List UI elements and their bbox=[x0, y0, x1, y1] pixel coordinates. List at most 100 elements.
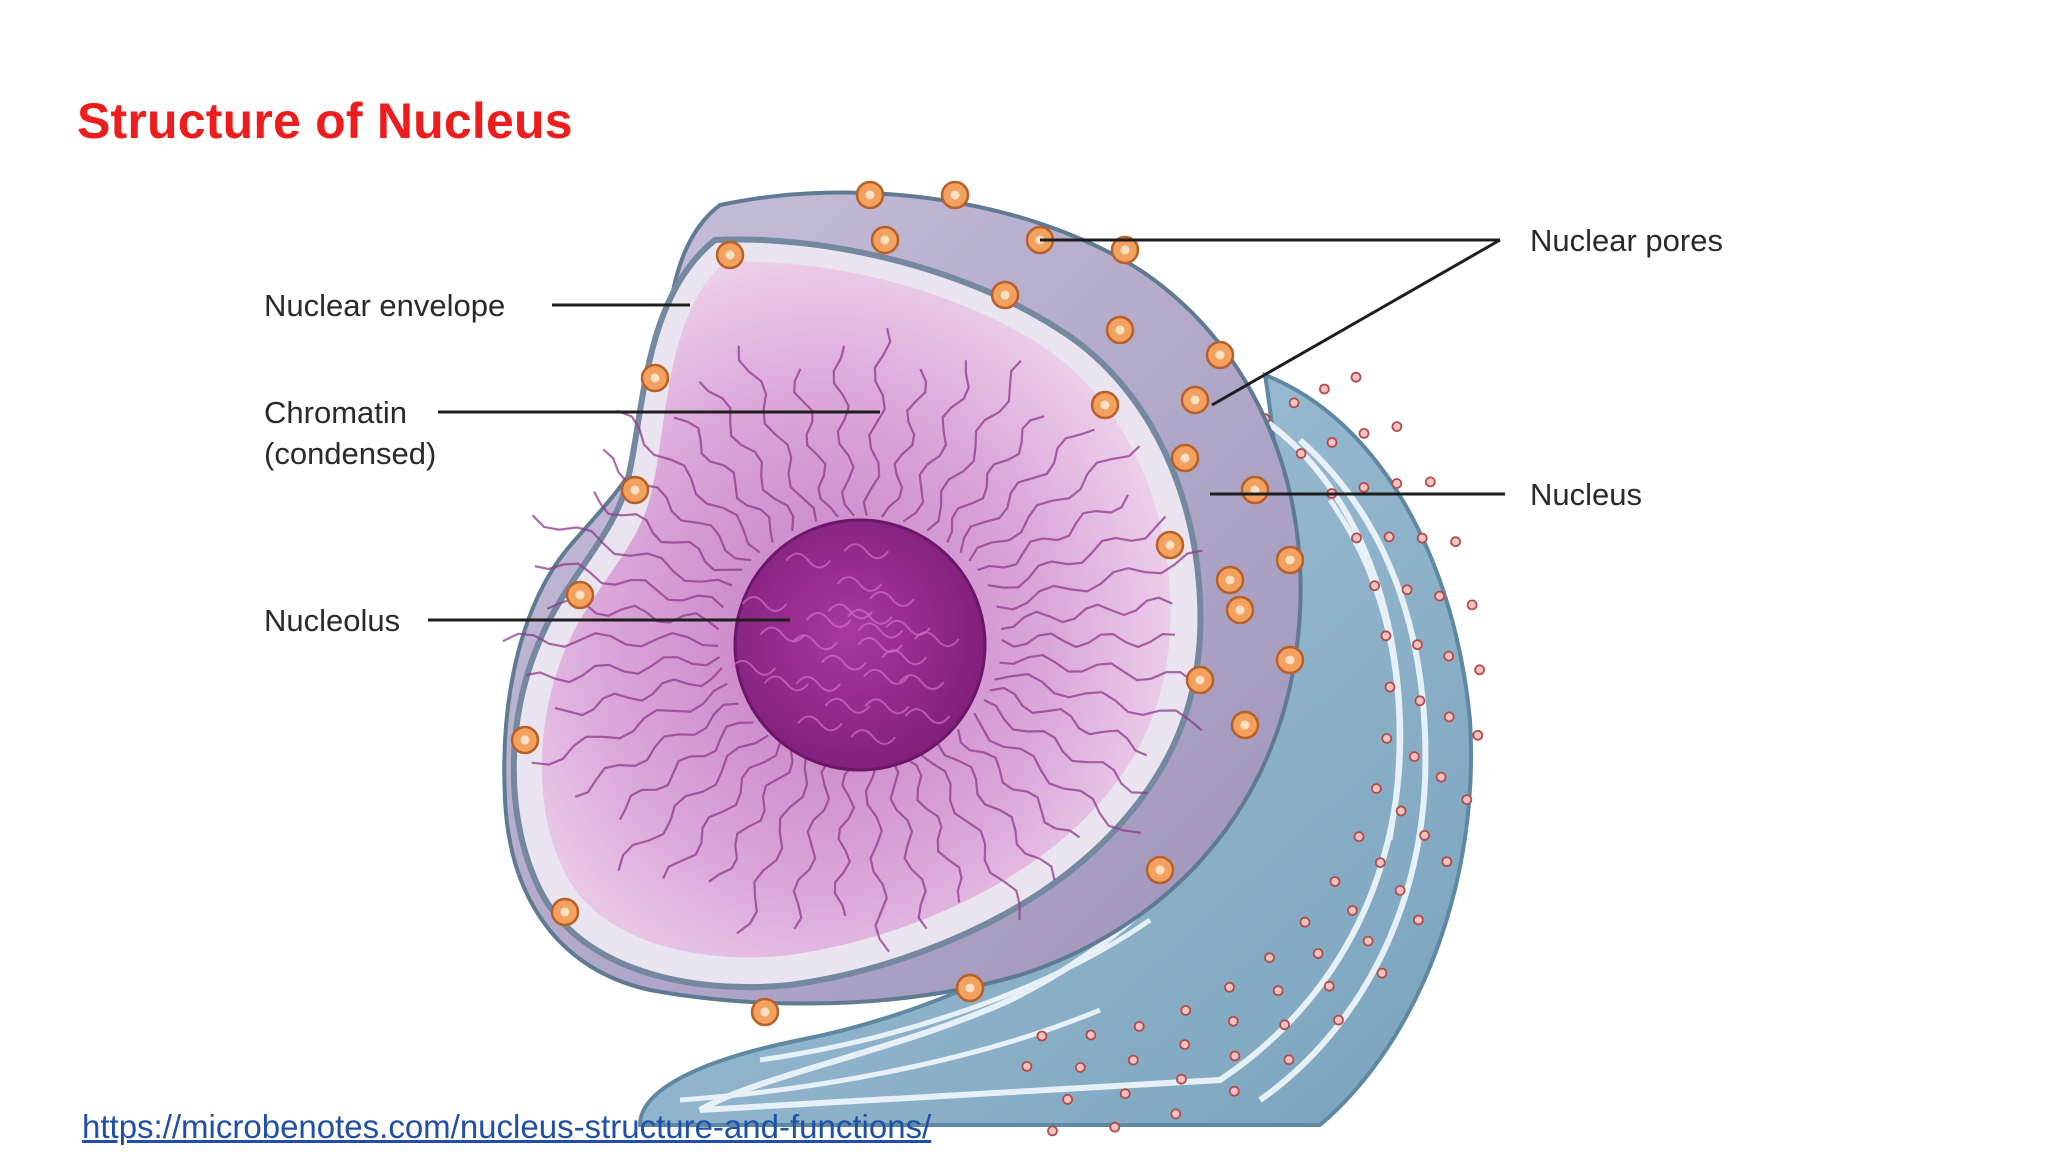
nucleolus-strand bbox=[847, 608, 893, 625]
nucleolus-strand bbox=[836, 576, 883, 592]
ribosome bbox=[1353, 831, 1365, 843]
nuclear-pore-center bbox=[1000, 290, 1010, 300]
chromatin-fiber bbox=[737, 345, 818, 522]
nucleolus-strand bbox=[843, 543, 890, 560]
ribosome bbox=[1347, 905, 1358, 916]
nucleolus-strand bbox=[863, 668, 909, 685]
chromatin-fiber bbox=[977, 494, 1129, 572]
ribosome bbox=[1450, 536, 1461, 548]
ribosome bbox=[1401, 584, 1413, 596]
nucleolus-strand bbox=[864, 698, 910, 715]
chromatin-fiber bbox=[1001, 596, 1173, 631]
ribosome bbox=[1474, 664, 1485, 676]
chromatin-fiber bbox=[616, 409, 761, 554]
ribosome bbox=[1133, 1021, 1145, 1032]
chromatin-fiber bbox=[957, 729, 1081, 839]
ribosome bbox=[1371, 783, 1382, 794]
ribosome bbox=[1391, 421, 1403, 433]
chromatin-fiber bbox=[989, 686, 1148, 757]
nuclear-pore-center bbox=[1235, 605, 1245, 615]
nuclear-pore-center bbox=[1195, 675, 1205, 685]
nuclear-pore-center bbox=[865, 190, 875, 200]
chromatin-fiber bbox=[793, 368, 839, 518]
chromatin-fiber bbox=[968, 445, 1141, 562]
nuclear-pore-center bbox=[1285, 555, 1295, 565]
chromatin-fiber bbox=[983, 699, 1148, 794]
ribosome bbox=[1414, 695, 1426, 707]
nucleolus-strand bbox=[869, 591, 915, 608]
ribosome bbox=[1419, 830, 1430, 841]
nucleolus-strand bbox=[759, 626, 806, 643]
chromatin-fiber bbox=[617, 734, 769, 872]
chromatin-fiber bbox=[832, 345, 855, 517]
chromatin-fiber bbox=[987, 515, 1167, 589]
ribosome bbox=[1350, 371, 1362, 383]
nucleolus-strand bbox=[850, 729, 897, 746]
nuclear-pore-center bbox=[880, 235, 890, 245]
nuclear-pore-center bbox=[1285, 655, 1295, 665]
ribosome bbox=[1461, 794, 1473, 806]
nucleolus-strand bbox=[827, 603, 874, 620]
chromatin-fiber bbox=[662, 742, 781, 879]
nuclear-pore-center bbox=[950, 190, 960, 200]
nuclear-pore-center bbox=[1190, 395, 1200, 405]
nucleolus-texture bbox=[730, 543, 960, 746]
ribosome bbox=[1333, 1014, 1344, 1026]
nuclear-pore-center bbox=[575, 590, 585, 600]
chromatin-fiber bbox=[531, 514, 733, 587]
nucleolus-strand bbox=[806, 611, 852, 628]
ribosome bbox=[1466, 599, 1478, 611]
label-nucleolus: Nucleolus bbox=[264, 603, 400, 638]
nucleolus-strand bbox=[820, 654, 867, 671]
ribosome bbox=[1443, 711, 1455, 723]
chromatin-fiber bbox=[673, 416, 774, 543]
ribosome bbox=[1441, 856, 1453, 868]
chromatin-fiber bbox=[937, 743, 1056, 881]
chromatin-fiber bbox=[736, 754, 809, 935]
nuclear-pore-center bbox=[1250, 485, 1260, 495]
nucleolus-strand bbox=[913, 631, 960, 648]
ribosome bbox=[1036, 1030, 1048, 1042]
chromatin-fiber bbox=[862, 327, 892, 517]
chromatin-fiber bbox=[994, 672, 1203, 732]
chromatin-fiber bbox=[996, 549, 1203, 611]
ribosome bbox=[1394, 885, 1406, 896]
ribosome bbox=[1395, 805, 1407, 817]
chromatin-fiber bbox=[534, 562, 725, 609]
chromatin-fiber bbox=[926, 359, 1022, 532]
ribosome bbox=[1358, 481, 1370, 493]
nuclear-pore-center bbox=[1100, 400, 1110, 410]
nuclear-pore-center bbox=[1215, 350, 1225, 360]
ribosome bbox=[1229, 1050, 1241, 1062]
chromatin-fiber bbox=[946, 415, 1045, 543]
ribosome bbox=[1170, 1108, 1182, 1120]
ribosome bbox=[1434, 590, 1445, 602]
nuclear-pore-center bbox=[1165, 540, 1175, 550]
ribosome bbox=[1264, 952, 1275, 964]
nuclear-pore-center bbox=[1115, 325, 1125, 335]
nucleolus-strand bbox=[797, 715, 843, 732]
nucleolus-strand bbox=[741, 595, 788, 612]
chromatin-fiber bbox=[502, 631, 719, 648]
chromatin-fiber bbox=[619, 721, 754, 821]
ribosome bbox=[1376, 967, 1388, 979]
chromatin-fiber bbox=[602, 448, 752, 562]
chromatin-fiber bbox=[881, 368, 928, 518]
source-link[interactable]: https://microbenotes.com/nucleus-structu… bbox=[82, 1108, 932, 1145]
nucleolus-strand bbox=[792, 634, 838, 651]
chromatin-fiber bbox=[904, 757, 963, 903]
ribosome bbox=[1412, 639, 1423, 651]
ribosome bbox=[1374, 857, 1386, 868]
leader-nuclear-pores-b bbox=[1211, 238, 1501, 407]
ribosome bbox=[1295, 448, 1307, 459]
ribosome bbox=[1119, 1088, 1131, 1100]
chromatin-fiber bbox=[531, 682, 728, 766]
label-nuclear-envelope: Nuclear envelope bbox=[264, 288, 505, 323]
ribosome bbox=[1381, 733, 1393, 744]
nuclear-pore-center bbox=[965, 983, 975, 993]
slide-title: Structure of Nucleus bbox=[77, 93, 573, 149]
chromatin-fiber bbox=[833, 763, 856, 917]
ribosomes bbox=[1021, 371, 1485, 1137]
chromatin-fiber bbox=[574, 702, 739, 798]
